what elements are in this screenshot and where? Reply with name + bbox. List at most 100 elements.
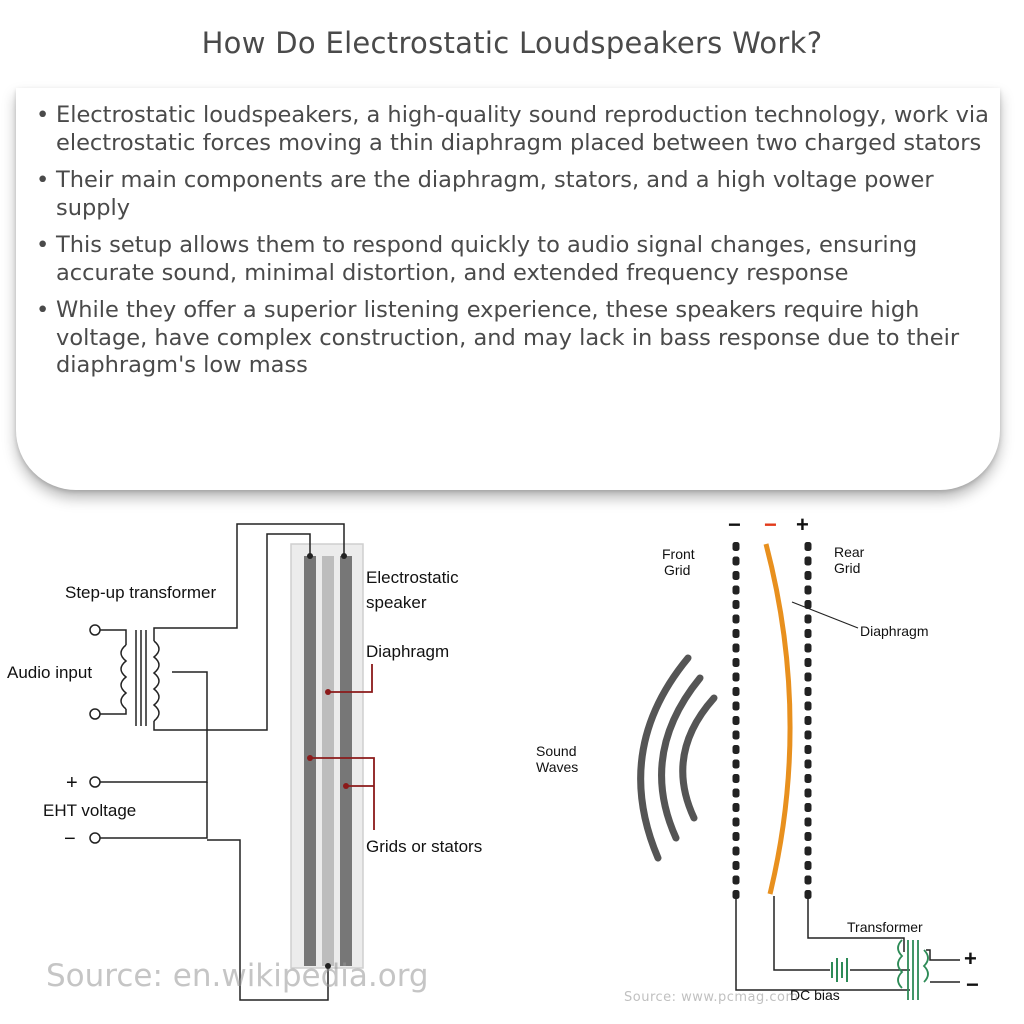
rear-grid-perforation — [804, 643, 812, 653]
front-grid-perforation — [732, 600, 740, 609]
front-grid-perforation — [732, 643, 740, 653]
rear-grid-perforation — [804, 817, 812, 827]
rear-grid-perforation — [804, 890, 812, 899]
rear-grid-label: Rear — [834, 544, 865, 560]
diaphragm-label: Diaphragm — [860, 623, 928, 639]
summary-bullet: Their main components are the diaphragm,… — [36, 167, 996, 222]
front-grid-perforation — [732, 803, 740, 812]
front-grid-perforation — [732, 890, 740, 899]
rear-grid-perforation — [804, 542, 812, 551]
audio-input-label: Audio input — [7, 663, 92, 682]
rear-grid-sign: + — [796, 512, 809, 537]
eht-plus-sign: + — [66, 772, 78, 794]
front-grid-perforation — [732, 745, 740, 754]
rear-grid-perforation — [804, 803, 812, 812]
diaphragm-sign: − — [764, 512, 777, 537]
eht-voltage-label: EHT voltage — [43, 801, 136, 820]
eht-minus-terminal — [89, 832, 101, 844]
rear-grid-perforation — [804, 788, 812, 798]
front-grid-perforation — [732, 687, 740, 696]
junction-dot — [307, 553, 313, 559]
front-grid-perforation — [732, 730, 740, 740]
sound-waves-label: Sound — [536, 743, 576, 759]
electrostatic-speaker-cross-section-diagram: − − + Front Grid Rear Grid Dia — [536, 512, 979, 1000]
summary-bullet: While they offer a superior listening ex… — [36, 297, 996, 380]
rear-grid-perforation — [804, 556, 812, 566]
front-grid-perforation — [732, 875, 740, 885]
rear-grid-perforation — [804, 687, 812, 696]
summary-bullet-list: Electrostatic loudspeakers, a high-quali… — [36, 102, 996, 390]
leader-dot — [325, 689, 331, 695]
audio-input-terminal-top — [89, 624, 101, 636]
front-grid — [732, 542, 740, 899]
rear-grid-perforation — [804, 571, 812, 580]
front-grid-perforation — [732, 846, 740, 856]
diaphragm-curve — [763, 543, 793, 895]
junction-dot — [325, 963, 331, 969]
rear-grid-perforation — [804, 861, 812, 870]
electrostatic-speaker-label: speaker — [366, 593, 427, 612]
dc-bias-label: DC bias — [790, 987, 840, 1000]
output-minus-sign: − — [966, 972, 979, 997]
front-grid-perforation — [732, 658, 740, 667]
rear-grid-perforation — [804, 875, 812, 885]
rear-grid-perforation — [804, 774, 812, 783]
electrostatic-speaker-label: Electrostatic — [366, 568, 459, 587]
front-grid-perforation — [732, 759, 740, 769]
rear-grid-perforation — [804, 745, 812, 754]
rear-grid-perforation — [804, 846, 812, 856]
source-credit-left: Source: en.wikipedia.org — [46, 958, 429, 994]
front-grid-label: Grid — [664, 562, 690, 578]
source-credit-right: Source: www.pcmag.com — [624, 990, 799, 1005]
front-grid-label: Front — [662, 546, 695, 562]
rear-grid — [804, 542, 812, 899]
leader-dot — [343, 783, 349, 789]
grids-or-stators-label: Grids or stators — [366, 837, 482, 856]
step-up-transformer — [120, 630, 160, 726]
rear-grid-perforation — [804, 658, 812, 667]
electrostatic-speaker-circuit-diagram: Step-up transformer Audio input + EHT vo… — [7, 523, 482, 1001]
front-grid-perforation — [732, 542, 740, 551]
rear-grid-perforation — [804, 629, 812, 638]
rear-grid-perforation — [804, 614, 812, 624]
front-grid-perforation — [732, 774, 740, 783]
front-grid-perforation — [732, 556, 740, 566]
eht-minus-sign: − — [64, 828, 76, 850]
rear-grid-perforation — [804, 730, 812, 740]
label-leader-lines — [310, 664, 375, 830]
front-grid-perforation — [732, 629, 740, 638]
front-grid-perforation — [732, 817, 740, 827]
summary-bullet: This setup allows them to respond quickl… — [36, 232, 996, 287]
rear-grid-label: Grid — [834, 560, 860, 576]
front-grid-perforation — [732, 614, 740, 624]
leader-dot — [307, 755, 313, 761]
diaphragm-leader — [791, 601, 859, 629]
step-up-transformer-label: Step-up transformer — [65, 583, 217, 602]
rear-grid-perforation — [804, 672, 812, 682]
summary-bullet: Electrostatic loudspeakers, a high-quali… — [36, 102, 996, 157]
output-plus-sign: + — [964, 946, 977, 971]
stator-rear — [340, 556, 352, 966]
sound-waves — [637, 654, 718, 862]
rear-grid-perforation — [804, 585, 812, 595]
front-grid-perforation — [732, 716, 740, 725]
front-grid-perforation — [732, 788, 740, 798]
front-grid-perforation — [732, 861, 740, 870]
dc-bias-battery — [831, 958, 848, 982]
front-grid-perforation — [732, 672, 740, 682]
front-grid-perforation — [732, 585, 740, 595]
page-title: How Do Electrostatic Loudspeakers Work? — [201, 26, 823, 60]
junction-dot — [341, 553, 347, 559]
rear-grid-perforation — [804, 701, 812, 711]
diaphragm-label: Diaphragm — [366, 642, 449, 661]
rear-grid-perforation — [804, 759, 812, 769]
front-grid-sign: − — [728, 512, 741, 537]
audio-input-terminal-bottom — [89, 708, 101, 720]
sound-waves-label: Waves — [536, 759, 578, 775]
rear-grid-perforation — [804, 600, 812, 609]
circuit-wires — [100, 523, 345, 1001]
diaphragm-strip — [322, 556, 334, 966]
rear-grid-perforation — [804, 832, 812, 841]
transformer-label: Transformer — [847, 919, 923, 935]
front-grid-perforation — [732, 571, 740, 580]
